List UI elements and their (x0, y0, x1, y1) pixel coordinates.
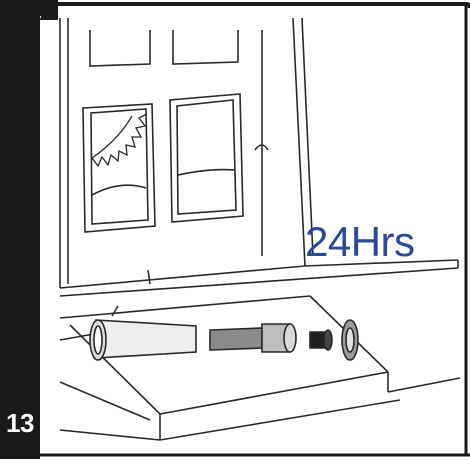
step-number: 13 (6, 408, 34, 439)
cap-part (342, 320, 358, 360)
knob-part (310, 330, 332, 350)
duration-caption: 24Hrs (305, 218, 415, 266)
